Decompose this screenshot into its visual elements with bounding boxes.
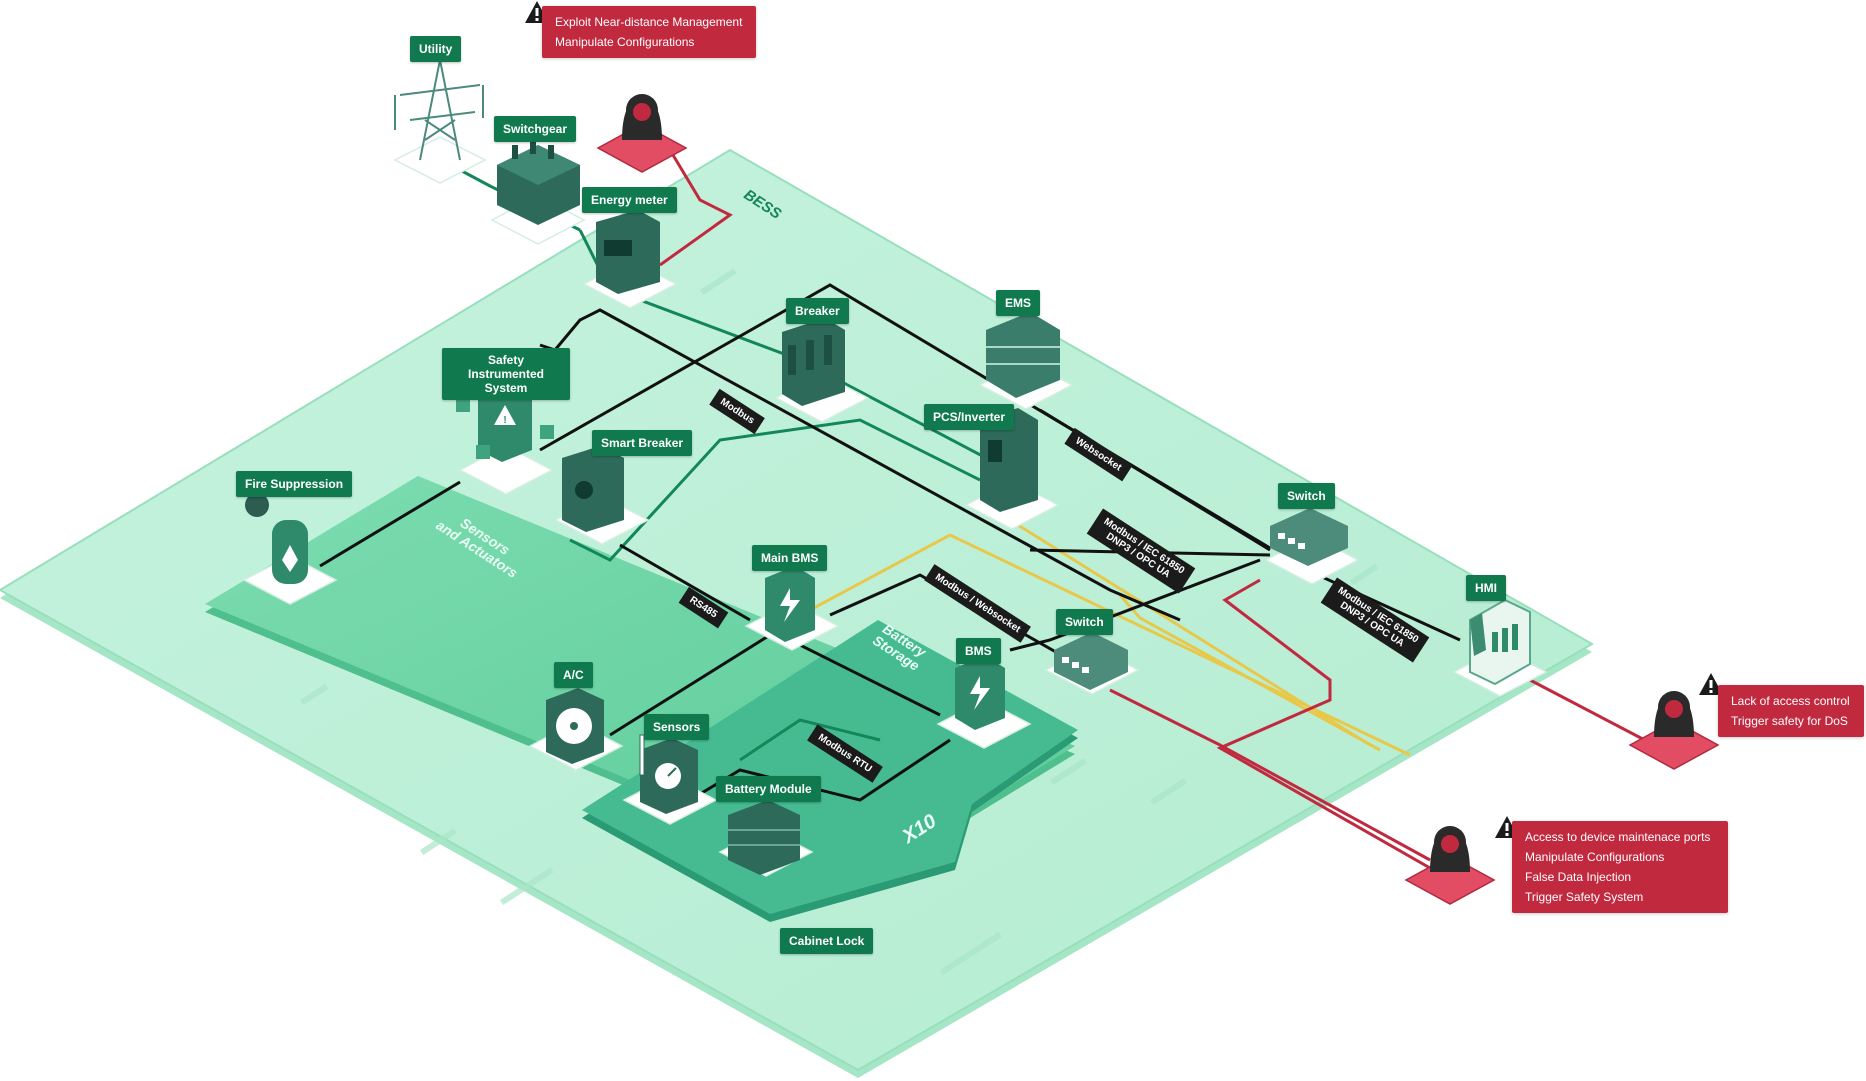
hooded-attacker-icon (1654, 691, 1694, 737)
battery-module-label: Battery Module (716, 776, 821, 802)
bms-device (955, 656, 1005, 730)
svg-text:!: ! (503, 415, 506, 426)
switch-right-label: Switch (1278, 483, 1335, 509)
battery-module-device (728, 800, 800, 875)
energy-meter-device (596, 210, 660, 294)
main-bms-device (765, 566, 815, 642)
fire-suppression-label: Fire Suppression (236, 471, 352, 497)
main-bms-label: Main BMS (752, 545, 827, 571)
breaker-device (782, 318, 845, 406)
smart-breaker-device (562, 446, 624, 532)
hmi-label: HMI (1466, 575, 1506, 601)
utility-label: Utility (410, 36, 461, 62)
ems-label: EMS (996, 290, 1040, 316)
sensors-label: Sensors (644, 714, 709, 740)
hooded-attacker-icon (1430, 826, 1470, 872)
cabinet-lock-label: Cabinet Lock (780, 928, 873, 954)
breaker-label: Breaker (786, 298, 849, 324)
smart-breaker-label: Smart Breaker (592, 430, 692, 456)
switch-center-label: Switch (1056, 609, 1113, 635)
energy-meter-label: Energy meter (582, 187, 677, 213)
pcs-inverter-label: PCS/Inverter (924, 404, 1014, 430)
ac-device (546, 688, 604, 764)
switchgear-label: Switchgear (494, 116, 576, 142)
sensors-device (640, 735, 698, 814)
hooded-attacker-icon (622, 94, 662, 140)
bms-label: BMS (956, 638, 1001, 664)
ac-label: A/C (554, 662, 593, 688)
